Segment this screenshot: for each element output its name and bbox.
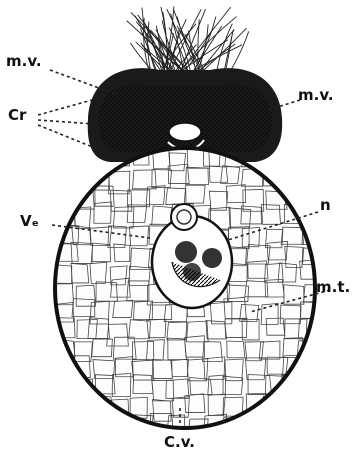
label-mv-left: m.v. — [6, 52, 42, 70]
label-mv-right: m.v. — [298, 86, 334, 104]
label-mt: m.t. — [316, 278, 350, 296]
label-ve: Vₑ — [20, 212, 39, 230]
label-cv: C.v. — [164, 433, 195, 451]
label-cr: Cr — [8, 106, 27, 124]
vacuole-granule — [171, 204, 197, 230]
label-n: n — [320, 196, 331, 214]
